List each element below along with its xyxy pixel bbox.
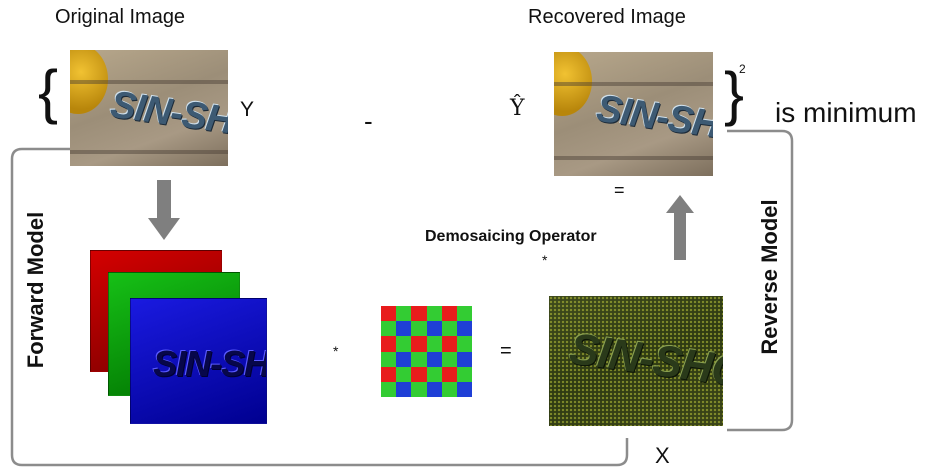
demosaicing-operator-label: Demosaicing Operator <box>425 228 597 245</box>
y-hat-label: Ŷ <box>510 96 525 121</box>
bayer-cell <box>411 381 427 397</box>
bayer-cell <box>441 381 457 397</box>
is-minimum-label: is minimum <box>775 97 917 128</box>
original-image: SIN-SHO <box>70 50 228 166</box>
bayer-cell <box>381 351 397 367</box>
bayer-cell <box>426 351 442 367</box>
minus-sign: - <box>364 106 373 136</box>
bayer-cell <box>456 351 472 367</box>
bayer-cell <box>411 321 427 337</box>
convolution-star: * <box>333 343 339 359</box>
bayer-cell <box>441 336 457 352</box>
reverse-model-bracket <box>727 129 794 432</box>
original-image-lettering: SIN-SHO <box>107 83 228 147</box>
bayer-cell <box>381 336 397 352</box>
bayer-cell <box>411 366 427 382</box>
recovered-image-title: Recovered Image <box>528 6 686 28</box>
bayer-cell <box>381 306 397 322</box>
bayer-cell <box>381 366 397 382</box>
recovered-image: SIN-SHO <box>554 52 713 176</box>
bayer-cell <box>441 321 457 337</box>
bayer-cell <box>456 321 472 337</box>
up-arrow-icon <box>666 195 694 260</box>
forward-model-label: Forward Model <box>23 211 48 369</box>
bayer-cell <box>396 351 412 367</box>
bayer-pattern-grid <box>381 306 472 397</box>
mosaic-image-lettering: SIN-SHO <box>566 323 723 398</box>
bayer-cell <box>396 336 412 352</box>
bayer-cell <box>411 336 427 352</box>
bayer-cell <box>396 366 412 382</box>
bayer-cell <box>426 366 442 382</box>
bayer-cell <box>426 336 442 352</box>
bayer-cell <box>456 366 472 382</box>
bayer-cell <box>381 321 397 337</box>
bayer-cell <box>441 366 457 382</box>
bayer-cell <box>396 381 412 397</box>
bayer-cell <box>411 306 427 322</box>
x-label: X <box>655 443 670 468</box>
left-brace: { <box>38 58 59 125</box>
demosaicing-star: * <box>542 252 548 268</box>
blue-plane-lettering: SIN-SHO <box>153 343 267 384</box>
bayer-cell <box>441 351 457 367</box>
down-arrow-icon <box>148 180 180 240</box>
y-label: Y <box>240 98 255 121</box>
bayer-cell <box>411 351 427 367</box>
right-brace: } <box>724 60 745 127</box>
mosaic-image: SIN-SHO <box>549 296 723 426</box>
bayer-cell <box>396 306 412 322</box>
reverse-model-label: Reverse Model <box>757 199 782 355</box>
recovered-image-lettering: SIN-SHO <box>593 87 713 151</box>
bayer-cell <box>396 321 412 337</box>
blue-channel-plane: SIN-SHO <box>130 298 267 424</box>
bayer-cell <box>456 306 472 322</box>
equals-recovered: = <box>614 180 625 200</box>
squared-superscript: 2 <box>739 62 746 76</box>
bayer-cell <box>426 306 442 322</box>
bayer-cell <box>456 381 472 397</box>
bayer-cell <box>381 381 397 397</box>
bayer-cell <box>426 381 442 397</box>
original-image-title: Original Image <box>55 6 186 28</box>
bayer-cell <box>456 336 472 352</box>
bayer-cell <box>426 321 442 337</box>
bayer-cell <box>441 306 457 322</box>
forward-model-bracket <box>10 147 629 467</box>
equals-mosaic: = <box>500 340 512 362</box>
